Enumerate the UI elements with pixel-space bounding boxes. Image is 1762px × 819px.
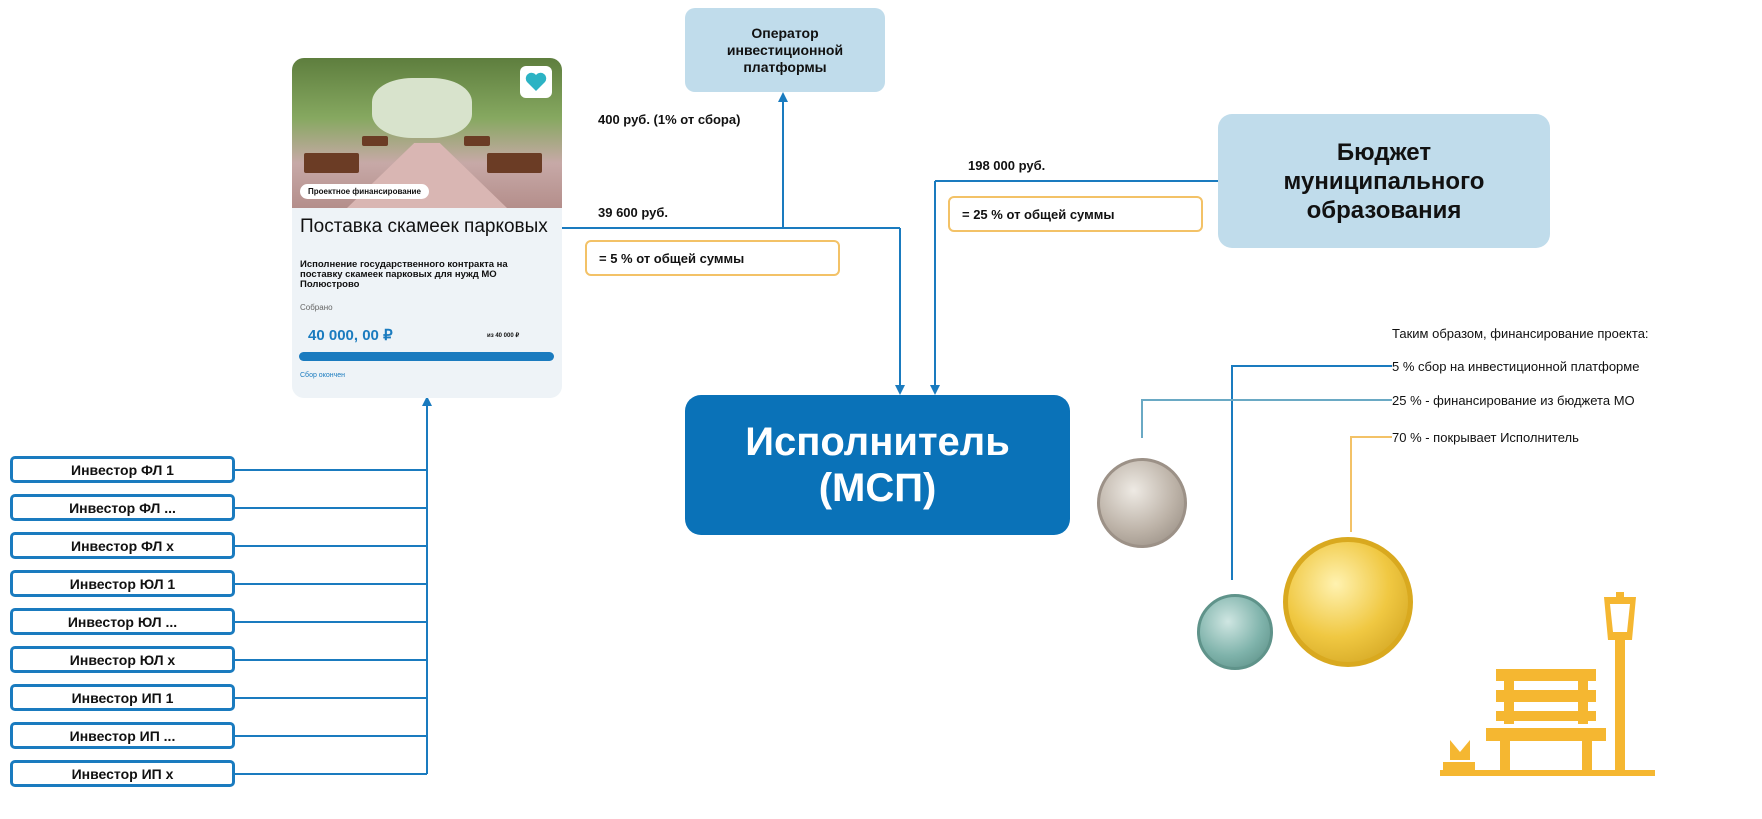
summary-item-executor: 70 % - покрывает Исполнитель [1392, 430, 1579, 445]
investor-node: Инвестор ЮЛ 1 [10, 570, 235, 597]
gold-coin-icon [1283, 537, 1413, 667]
platform-share-box: = 5 % от общей суммы [585, 240, 840, 276]
budget-share-box: = 25 % от общей суммы [948, 196, 1203, 232]
investor-node: Инвестор ФЛ x [10, 532, 235, 559]
investor-node: Инвестор ЮЛ ... [10, 608, 235, 635]
summary-title: Таким образом, финансирование проекта: [1392, 326, 1649, 341]
collection-status: Сбор окончен [300, 372, 345, 379]
investor-node: Инвестор ФЛ 1 [10, 456, 235, 483]
executor-node: Исполнитель (МСП) [685, 395, 1070, 535]
investor-node: Инвестор ИП x [10, 760, 235, 787]
park-bench-icon [1440, 592, 1655, 776]
silver-coin-icon [1097, 458, 1187, 548]
investor-node: Инвестор ИП 1 [10, 684, 235, 711]
collected-label: Собрано [300, 303, 333, 312]
progress-bar [299, 352, 554, 361]
summary-item-budget: 25 % - финансирование из бюджета МО [1392, 393, 1635, 408]
card-tag: Проектное финансирование [300, 184, 429, 199]
executor-label: Исполнитель (МСП) [745, 420, 1010, 510]
investor-node: Инвестор ЮЛ x [10, 646, 235, 673]
operator-node: Оператор инвестиционной платформы [685, 8, 885, 92]
platform-amount-label: 39 600 руб. [598, 205, 669, 220]
card-description: Исполнение государственного контракта на… [300, 259, 508, 290]
budget-label: Бюджет муниципального образования [1283, 138, 1485, 224]
budget-amount-label: 198 000 руб. [968, 158, 1046, 173]
investor-node: Инвестор ИП ... [10, 722, 235, 749]
operator-fee-label: 400 руб. (1% от сбора) [598, 112, 741, 127]
budget-node: Бюджет муниципального образования [1218, 114, 1550, 248]
card-title: Поставка скамеек парковых [300, 216, 548, 237]
project-card[interactable]: Проектное финансирование Поставка скамее… [292, 58, 562, 398]
collected-amount: 40 000, 00 ₽ [308, 327, 393, 344]
goal-amount: из 40 000 ₽ [487, 333, 520, 339]
favorite-heart-icon[interactable] [520, 66, 552, 98]
operator-label: Оператор инвестиционной платформы [726, 24, 844, 75]
investor-node: Инвестор ФЛ ... [10, 494, 235, 521]
summary-item-platform: 5 % сбор на инвестиционной платформе [1392, 359, 1640, 374]
teal-coin-icon [1197, 594, 1273, 670]
